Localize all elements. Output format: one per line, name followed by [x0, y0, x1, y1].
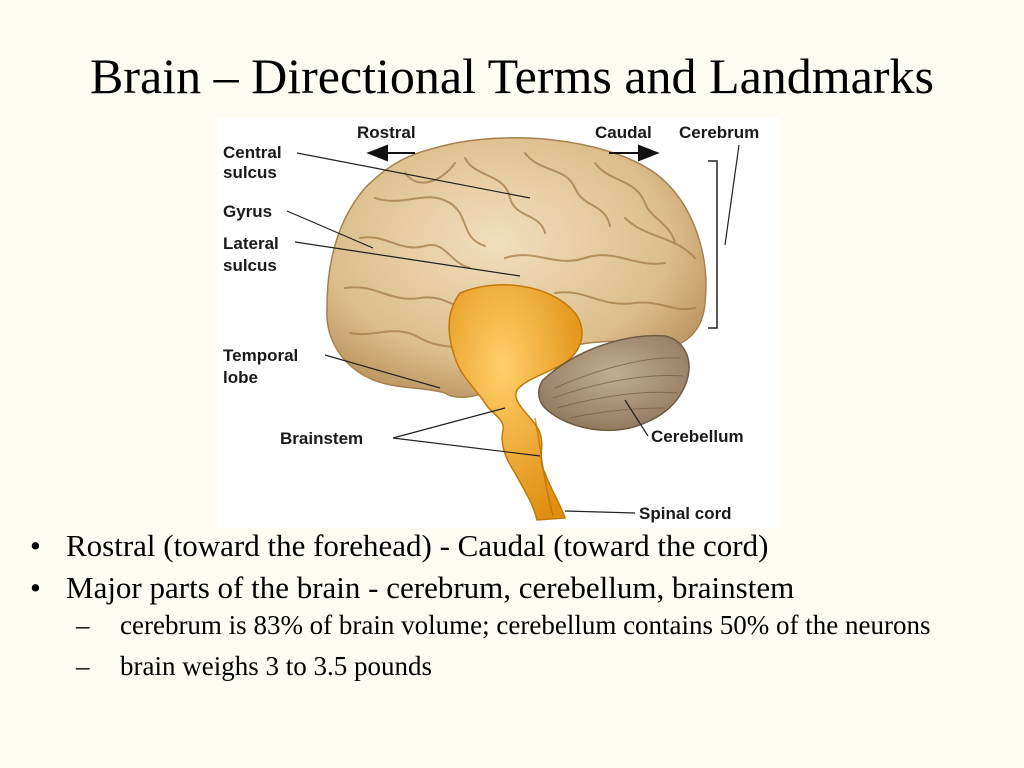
sub-bullet-text: brain weighs 3 to 3.5 pounds: [120, 651, 432, 681]
bullet-item: Rostral (toward the forehead) - Caudal (…: [30, 528, 1010, 564]
bullet-item: Major parts of the brain - cerebrum, cer…: [30, 570, 1010, 682]
cerebellum-folia: [552, 357, 684, 419]
label-central-sulcus-1: Central: [223, 143, 282, 162]
label-temporal-lobe-2: lobe: [223, 368, 258, 387]
rostral-arrow-icon: [366, 144, 415, 162]
caudal-arrow-icon: [609, 144, 660, 162]
label-central-sulcus-2: sulcus: [223, 163, 277, 182]
spinal-cord-groove: [534, 417, 554, 517]
slide-title: Brain – Directional Terms and Landmarks: [90, 48, 934, 104]
leader-lines: [286, 152, 649, 514]
bullet-text: Rostral (toward the forehead) - Caudal (…: [66, 528, 769, 563]
bullet-text: Major parts of the brain - cerebrum, cer…: [66, 570, 795, 605]
label-lateral-sulcus-2: sulcus: [223, 256, 277, 275]
label-caudal: Caudal: [595, 123, 652, 142]
label-cerebellum: Cerebellum: [651, 427, 744, 446]
label-lateral-sulcus-1: Lateral: [223, 234, 279, 253]
sub-bullet-list: cerebrum is 83% of brain volume; cerebel…: [66, 610, 1010, 682]
brain-diagram: Rostral Caudal Cerebrum Central sulcus G…: [205, 118, 781, 528]
label-cerebrum: Cerebrum: [679, 123, 759, 142]
label-spinal-cord: Spinal cord: [639, 504, 732, 523]
sub-bullet-item: cerebrum is 83% of brain volume; cerebel…: [76, 610, 1010, 641]
brain-diagram-svg: Rostral Caudal Cerebrum Central sulcus G…: [217, 118, 779, 528]
sub-bullet-item: brain weighs 3 to 3.5 pounds: [76, 651, 1010, 682]
label-brainstem: Brainstem: [280, 429, 363, 448]
sub-bullet-text: cerebrum is 83% of brain volume; cerebel…: [120, 610, 931, 640]
brainstem-shape: [448, 284, 583, 521]
label-gyrus: Gyrus: [223, 202, 272, 221]
bullet-list: Rostral (toward the forehead) - Caudal (…: [30, 528, 1010, 692]
cerebrum-leader: [724, 144, 740, 246]
cerebrum-bracket: [708, 160, 718, 329]
label-temporal-lobe-1: Temporal: [223, 346, 298, 365]
label-rostral: Rostral: [357, 123, 416, 142]
